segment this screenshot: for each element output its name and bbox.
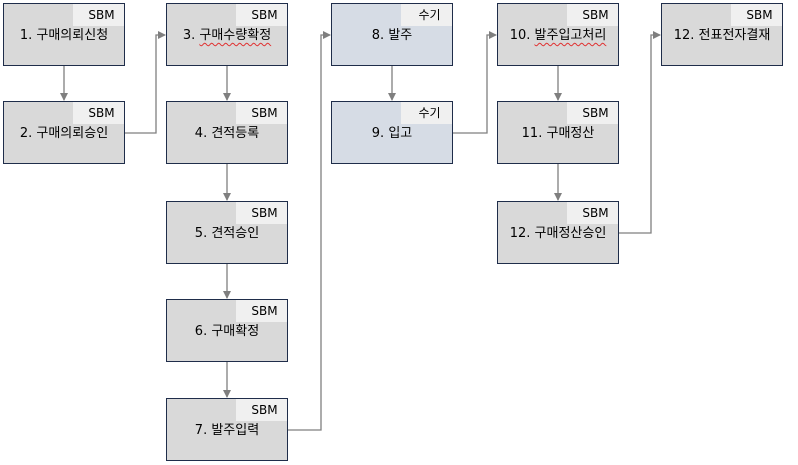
system-tag: SBM: [567, 102, 618, 124]
process-box-13[interactable]: SBM 12. 전표전자결재: [661, 3, 783, 66]
process-label: 12. 전표전자결재: [673, 28, 771, 43]
system-tag: SBM: [236, 202, 287, 224]
system-tag: SBM: [73, 102, 124, 124]
process-box-3[interactable]: SBM 3. 구매수량확정: [166, 3, 288, 66]
process-label: 8. 발주: [371, 28, 413, 43]
system-tag: SBM: [236, 399, 287, 421]
process-box-5[interactable]: SBM 5. 견적승인: [166, 201, 288, 264]
process-box-6[interactable]: SBM 6. 구매확정: [166, 299, 288, 362]
connector-arrow: [288, 31, 331, 431]
system-tag: SBM: [731, 4, 782, 26]
process-label: 2. 구매의뢰승인: [19, 126, 109, 141]
connector-arrow: [125, 31, 166, 134]
process-label: 6. 구매확정: [194, 324, 260, 339]
process-label: 12. 구매정산승인: [509, 226, 607, 241]
manual-tag: 수기: [401, 102, 452, 124]
connector-arrow: [619, 31, 661, 234]
process-box-2[interactable]: SBM 2. 구매의뢰승인: [3, 101, 125, 164]
process-box-7[interactable]: SBM 7. 발주입력: [166, 398, 288, 461]
process-label: 10. 발주입고처리: [509, 28, 607, 43]
process-label: 3. 구매수량확정: [182, 28, 272, 43]
system-tag: SBM: [236, 4, 287, 26]
manual-tag: 수기: [401, 4, 452, 26]
process-box-12[interactable]: SBM 12. 구매정산승인: [497, 201, 619, 264]
process-box-11[interactable]: SBM 11. 구매정산: [497, 101, 619, 164]
process-box-10[interactable]: SBM 10. 발주입고처리: [497, 3, 619, 66]
process-label: 9. 입고: [371, 126, 413, 141]
process-label: 7. 발주입력: [194, 423, 260, 438]
connector-arrow: [453, 31, 497, 134]
system-tag: SBM: [236, 102, 287, 124]
system-tag: SBM: [567, 4, 618, 26]
system-tag: SBM: [567, 202, 618, 224]
system-tag: SBM: [236, 300, 287, 322]
process-box-8[interactable]: 수기 8. 발주: [331, 3, 453, 66]
process-label: 1. 구매의뢰신청: [19, 28, 109, 43]
process-label: 4. 견적등록: [194, 126, 260, 141]
process-label: 5. 견적승인: [194, 226, 260, 241]
system-tag: SBM: [73, 4, 124, 26]
process-box-4[interactable]: SBM 4. 견적등록: [166, 101, 288, 164]
process-label: 11. 구매정산: [521, 126, 595, 141]
process-box-1[interactable]: SBM 1. 구매의뢰신청: [3, 3, 125, 66]
process-box-9[interactable]: 수기 9. 입고: [331, 101, 453, 164]
